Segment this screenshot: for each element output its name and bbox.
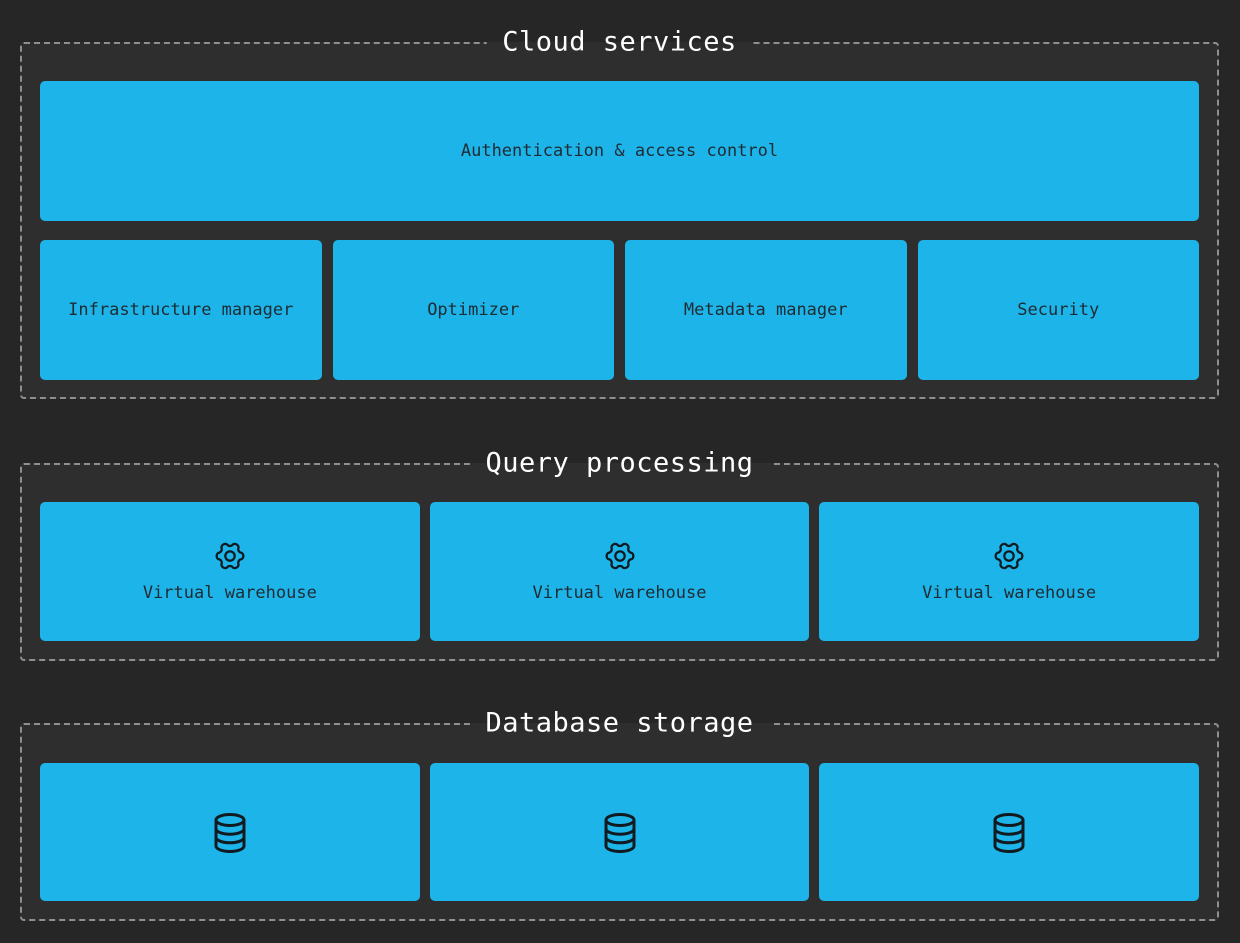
node-label: Virtual warehouse — [142, 582, 317, 603]
section-database-storage: Database storage — [20, 703, 1219, 921]
node-label: Optimizer — [427, 300, 520, 320]
node-label: Metadata manager — [683, 300, 848, 320]
node-label: Virtual warehouse — [532, 582, 707, 603]
gear-icon — [605, 541, 635, 571]
node-label: Virtual warehouse — [922, 582, 1097, 603]
node-infrastructure-manager: Infrastructure manager — [40, 240, 322, 380]
node-label: Authentication & access control — [460, 141, 779, 161]
node-database-2 — [429, 763, 810, 901]
node-database-3 — [819, 763, 1200, 901]
gear-icon — [215, 541, 245, 571]
cloud-services-node-row: Infrastructure manager Optimizer Metadat… — [40, 240, 1199, 380]
node-database-1 — [40, 763, 420, 901]
node-virtual-warehouse-2: Virtual warehouse — [429, 502, 810, 641]
section-query-processing: Query processing Virtual warehouse — [20, 443, 1219, 661]
node-security: Security — [917, 240, 1199, 380]
database-storage-node-row — [40, 763, 1200, 901]
section-cloud-services: Cloud services Authentication & access c… — [20, 22, 1219, 399]
section-title-query-processing: Query processing — [469, 443, 770, 483]
database-icon — [596, 808, 644, 856]
node-virtual-warehouse-1: Virtual warehouse — [40, 502, 420, 641]
node-authentication-access-control: Authentication & access control — [40, 81, 1199, 221]
node-label: Security — [1017, 300, 1100, 320]
section-title-database-storage: Database storage — [469, 703, 770, 743]
section-title-cloud-services: Cloud services — [486, 22, 753, 62]
node-virtual-warehouse-3: Virtual warehouse — [819, 502, 1200, 641]
node-optimizer: Optimizer — [332, 240, 614, 380]
database-icon — [985, 808, 1033, 856]
gear-icon — [994, 541, 1024, 571]
node-label: Infrastructure manager — [68, 300, 294, 320]
query-processing-node-row: Virtual warehouse Virtual warehouse — [40, 502, 1200, 641]
node-metadata-manager: Metadata manager — [625, 240, 907, 380]
database-icon — [206, 808, 254, 856]
